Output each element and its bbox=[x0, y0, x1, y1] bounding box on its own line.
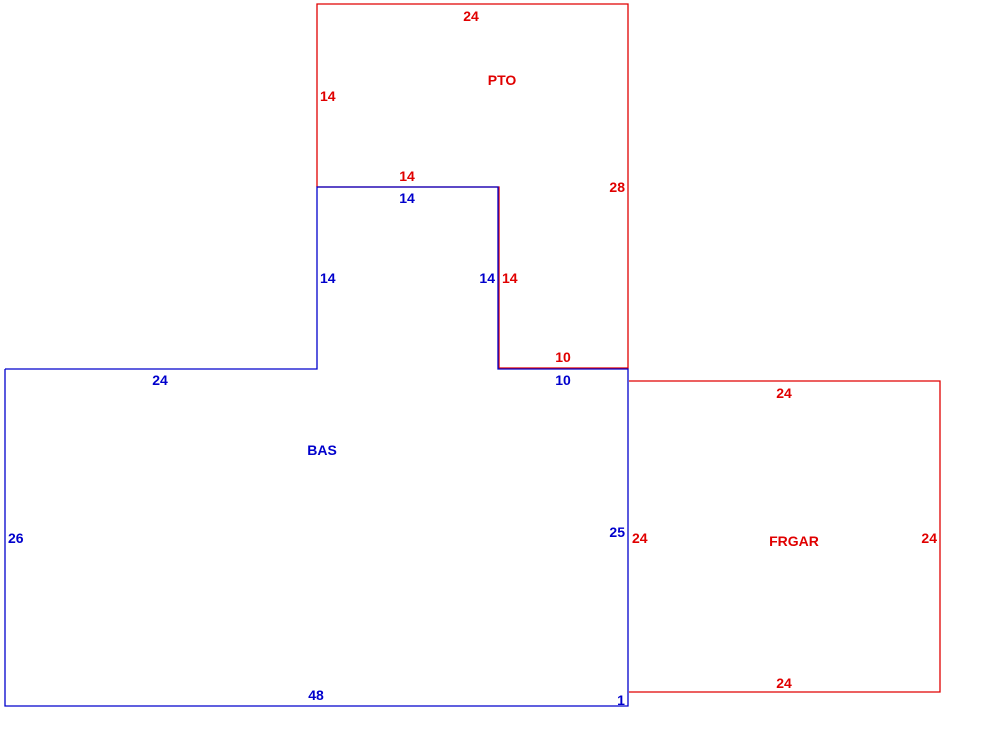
bas-notch-top-dim: 14 bbox=[399, 190, 415, 206]
pto-notch-bottom-dim: 10 bbox=[555, 349, 571, 365]
bas-top-left-dim: 24 bbox=[152, 372, 168, 388]
frgar-left-dim: 24 bbox=[632, 530, 648, 546]
bas-right-dim: 25 bbox=[609, 524, 625, 540]
pto-outline bbox=[316, 3, 629, 369]
pto-area-label: PTO bbox=[488, 72, 517, 88]
frgar-right-dim: 24 bbox=[921, 530, 937, 546]
pto-left-dim: 14 bbox=[320, 88, 336, 104]
bas-left-dim: 26 bbox=[8, 530, 24, 546]
bas-area-label: BAS bbox=[307, 442, 337, 458]
bas-notch-side-dim: 14 bbox=[479, 270, 495, 286]
frgar-outline bbox=[629, 380, 941, 693]
pto-notch-side-dim: 14 bbox=[502, 270, 518, 286]
bas-bottom-dim: 48 bbox=[308, 687, 324, 703]
bas-jog-dim: 1 bbox=[617, 692, 625, 708]
pto-notch-top-dim: 14 bbox=[399, 168, 415, 184]
bas-outline bbox=[4, 186, 629, 707]
frgar-area-label: FRGAR bbox=[769, 533, 819, 549]
frgar-bottom-dim: 24 bbox=[776, 675, 792, 691]
bas-upper-left-dim: 14 bbox=[320, 270, 336, 286]
bas-notch-bottom-dim: 10 bbox=[555, 372, 571, 388]
pto-right-dim: 28 bbox=[609, 179, 625, 195]
frgar-top-dim: 24 bbox=[776, 385, 792, 401]
pto-top-dim: 24 bbox=[463, 8, 479, 24]
